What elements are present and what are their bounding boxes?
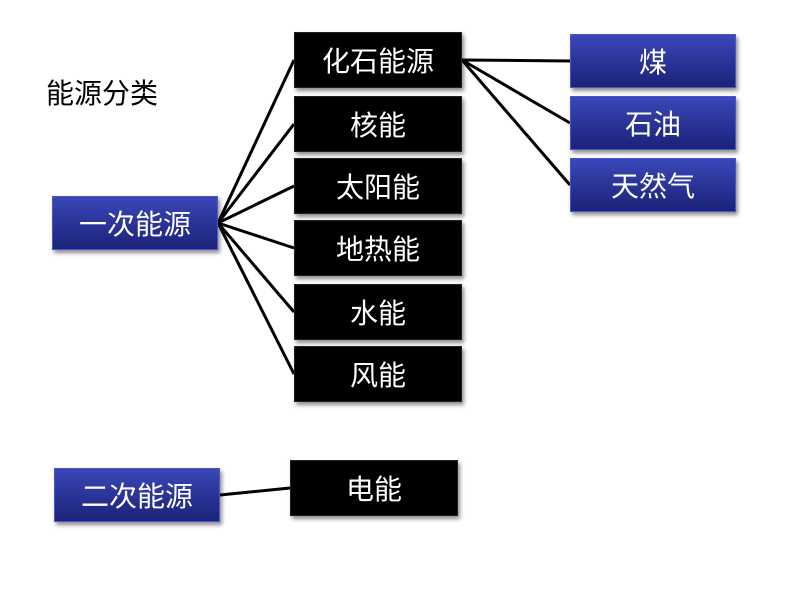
edge-fossil-1 — [461, 58, 571, 125]
secondary-energy-node: 二次能源 — [54, 468, 220, 522]
edge-primary-2 — [217, 184, 295, 225]
edge-fossil-0 — [461, 58, 571, 63]
hydro-energy-node: 水能 — [294, 284, 462, 340]
coal-node: 煤 — [570, 34, 736, 88]
edge-fossil-2 — [460, 59, 572, 186]
edge-secondary-0 — [219, 486, 291, 497]
edge-primary-0 — [216, 59, 296, 224]
solar-energy-node: 太阳能 — [294, 158, 462, 214]
diagram-title: 能源分类 — [46, 77, 159, 110]
wind-energy-node: 风能 — [294, 346, 462, 402]
natural-gas-node: 天然气 — [570, 158, 736, 212]
oil-node: 石油 — [570, 96, 736, 150]
fossil-energy-node: 化石能源 — [294, 32, 462, 88]
edge-primary-3 — [217, 221, 295, 250]
nuclear-energy-node: 核能 — [294, 96, 462, 152]
edge-primary-4 — [216, 222, 296, 313]
electric-energy-node: 电能 — [290, 460, 458, 516]
geothermal-energy-node: 地热能 — [294, 220, 462, 276]
edge-primary-1 — [216, 123, 296, 224]
primary-energy-node: 一次能源 — [52, 196, 218, 250]
edge-primary-5 — [216, 222, 296, 375]
